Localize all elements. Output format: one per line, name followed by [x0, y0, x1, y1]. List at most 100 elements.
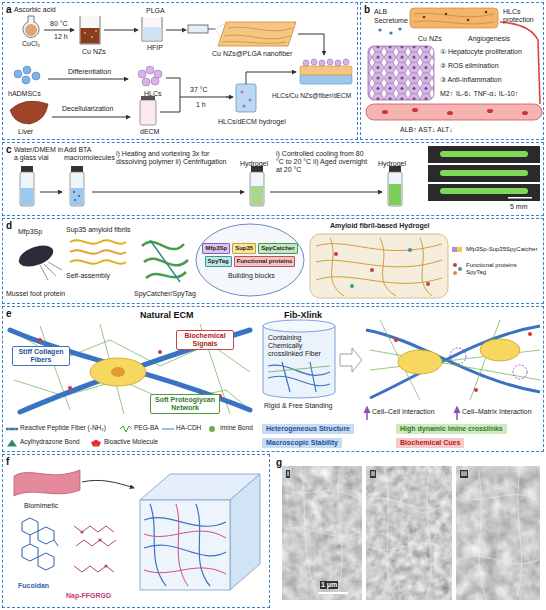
panel-letter: e: [6, 308, 12, 319]
ecm-tag: Biochemical Signals: [176, 330, 234, 350]
legend-sample: [162, 425, 174, 433]
legend-text: PEG-BA: [134, 424, 159, 431]
figure-label: Fucoidan: [18, 582, 49, 590]
figure-label: Liver: [18, 128, 33, 136]
figure-label: ② ROS elimination: [440, 62, 499, 70]
figure-label: HFIP: [147, 44, 163, 52]
node-text: Biochemical Cues: [400, 439, 460, 447]
panel-letter: b: [364, 4, 370, 15]
node-text: SpyCatcher: [261, 245, 294, 252]
figure-label: 1 h: [196, 101, 206, 109]
panel-letter: c: [6, 144, 12, 155]
figure-label: Building blocks: [228, 272, 275, 280]
node-text: Mfp3Sp: [205, 245, 227, 252]
figure-label: 5 mm: [510, 203, 528, 211]
figure-label: HLCs/Cu NZs@fiber/dECM: [272, 92, 351, 99]
legend-text: HA-CDH: [176, 424, 201, 431]
figure-label: Functional proteins SpyTag: [466, 262, 538, 276]
feature-bar: High dynamic imine crosslinks: [396, 424, 507, 434]
figure-label: Amyloid fibril-based Hydrogel: [330, 222, 430, 230]
figure-label: Mussel foot protein: [6, 290, 65, 298]
figure-label: ① Hepatocyte proliferation: [440, 48, 522, 56]
figure-label: dECM: [140, 128, 159, 136]
figure-label: Rigid & Free Standing: [264, 402, 344, 410]
panel-frame: c: [2, 142, 544, 216]
figure-label: i: [286, 470, 290, 478]
node-text: High dynamic imine crosslinks: [400, 425, 503, 433]
figure-label: Self-assembly: [66, 272, 110, 280]
panel-g-art: [282, 466, 540, 600]
figure-label: Cell–Cell Interaction: [372, 408, 435, 416]
ecm-tag: Stiff Collagen Fibers: [12, 346, 70, 366]
figure-label: iii: [460, 470, 468, 478]
legend-sample: [6, 439, 18, 447]
figure-label: Cu NZs: [82, 48, 106, 56]
figure-label: Cu NZs@PLGA nanofiber: [212, 50, 292, 58]
legend-sample: [90, 439, 102, 447]
figure-label: i) Controlled cooling from 80 °C to 20 °…: [276, 150, 372, 174]
figure-label: Water/DMEM in a glass vial: [14, 146, 64, 162]
figure-label: Cell–Matrix Interaction: [462, 408, 532, 416]
figure-label: Add BTA macromolecules: [64, 146, 120, 162]
ecm-tag: Soft Proteoglycan Network: [150, 394, 220, 414]
building-block: Sup35: [232, 243, 256, 254]
figure-label: Differentiation: [68, 68, 111, 76]
figure-label: Nap-FFGRGD: [66, 592, 111, 600]
figure-label: g: [276, 457, 282, 469]
legend-text: Bioactive Molecule: [104, 438, 158, 445]
figure-label: 80 °C: [50, 20, 68, 28]
legend-sample: [120, 425, 132, 433]
panel-e-art: [10, 320, 540, 420]
figure-label: HLCs/dECM hydrogel: [218, 118, 286, 126]
figure-label: Biomimetic: [24, 502, 58, 510]
feature-bar: Macroscopic Stability: [262, 438, 342, 448]
building-block: Mfp3Sp: [202, 243, 230, 254]
node-text: Macroscopic Stability: [266, 439, 338, 447]
figure-label: Secretome: [374, 17, 408, 25]
figure-label: HLCs: [144, 90, 162, 98]
figure-label: Decellularization: [62, 105, 113, 113]
panel-f-art: [14, 470, 260, 590]
node-text: Heterogeneous Structure: [266, 425, 350, 433]
node-text: Biochemical Signals: [180, 332, 230, 348]
building-block: Functional proteins: [234, 256, 296, 267]
figure-label: 12 h: [54, 33, 68, 41]
figure-label: M2↑: [440, 90, 453, 98]
node-text: Functional proteins: [237, 258, 293, 265]
figure-label: hADMSCs: [8, 90, 41, 98]
figure-label: SpyCatcher/SpyTag: [134, 290, 196, 298]
node-text: Stiff Collagen Fibers: [16, 348, 66, 364]
panel-b-art: [366, 8, 542, 120]
panel-a-art: [10, 16, 352, 125]
feature-bar: Heterogeneous Structure: [262, 424, 354, 434]
legend-text: Acylhydrazone Bond: [20, 438, 80, 445]
figure-label: ALB↑ AST↓ ALT↓: [400, 126, 453, 134]
figure-label: Mfp3Sp: [18, 228, 42, 236]
legend-text: Reactive Peptide Fiber (-NH₂): [20, 424, 106, 431]
legend-sample: [206, 425, 218, 433]
figure-label: PLGA: [146, 7, 165, 15]
panel-c-art: [20, 146, 540, 206]
node-text: Soft Proteoglycan Network: [154, 396, 216, 412]
figure-label: Hydrogel: [378, 160, 406, 168]
panel-letter: d: [6, 220, 12, 231]
figure-label: Mfp3Sp-Sup35SpyCatcher: [466, 246, 537, 253]
figure-label: Ascorbic acid: [14, 6, 56, 14]
panel-d-art: [16, 224, 462, 298]
figure-label: IL-6↓ TNF-α↓ IL-10↑: [456, 90, 518, 98]
figure-label: HLCs protection: [503, 8, 543, 24]
figure-label: Natural ECM: [140, 310, 194, 320]
figure-label: ③ Anti-inflammation: [440, 76, 502, 84]
legend-text: Imine Bond: [220, 424, 253, 431]
legend-sample: [6, 425, 18, 433]
figure-label: 1 μm: [320, 581, 338, 589]
node-text: Sup35: [235, 245, 253, 252]
figure-label: i) Heating and vortexing 3x for dissolvi…: [116, 150, 236, 166]
panel-letter: a: [6, 4, 12, 15]
figure-label: Angiogenesis: [468, 35, 510, 43]
panel-letter: f: [6, 456, 9, 467]
figure-label: CuCl₂: [22, 40, 40, 48]
figure-label: ii: [370, 470, 376, 478]
building-block: SpyTag: [205, 256, 232, 267]
